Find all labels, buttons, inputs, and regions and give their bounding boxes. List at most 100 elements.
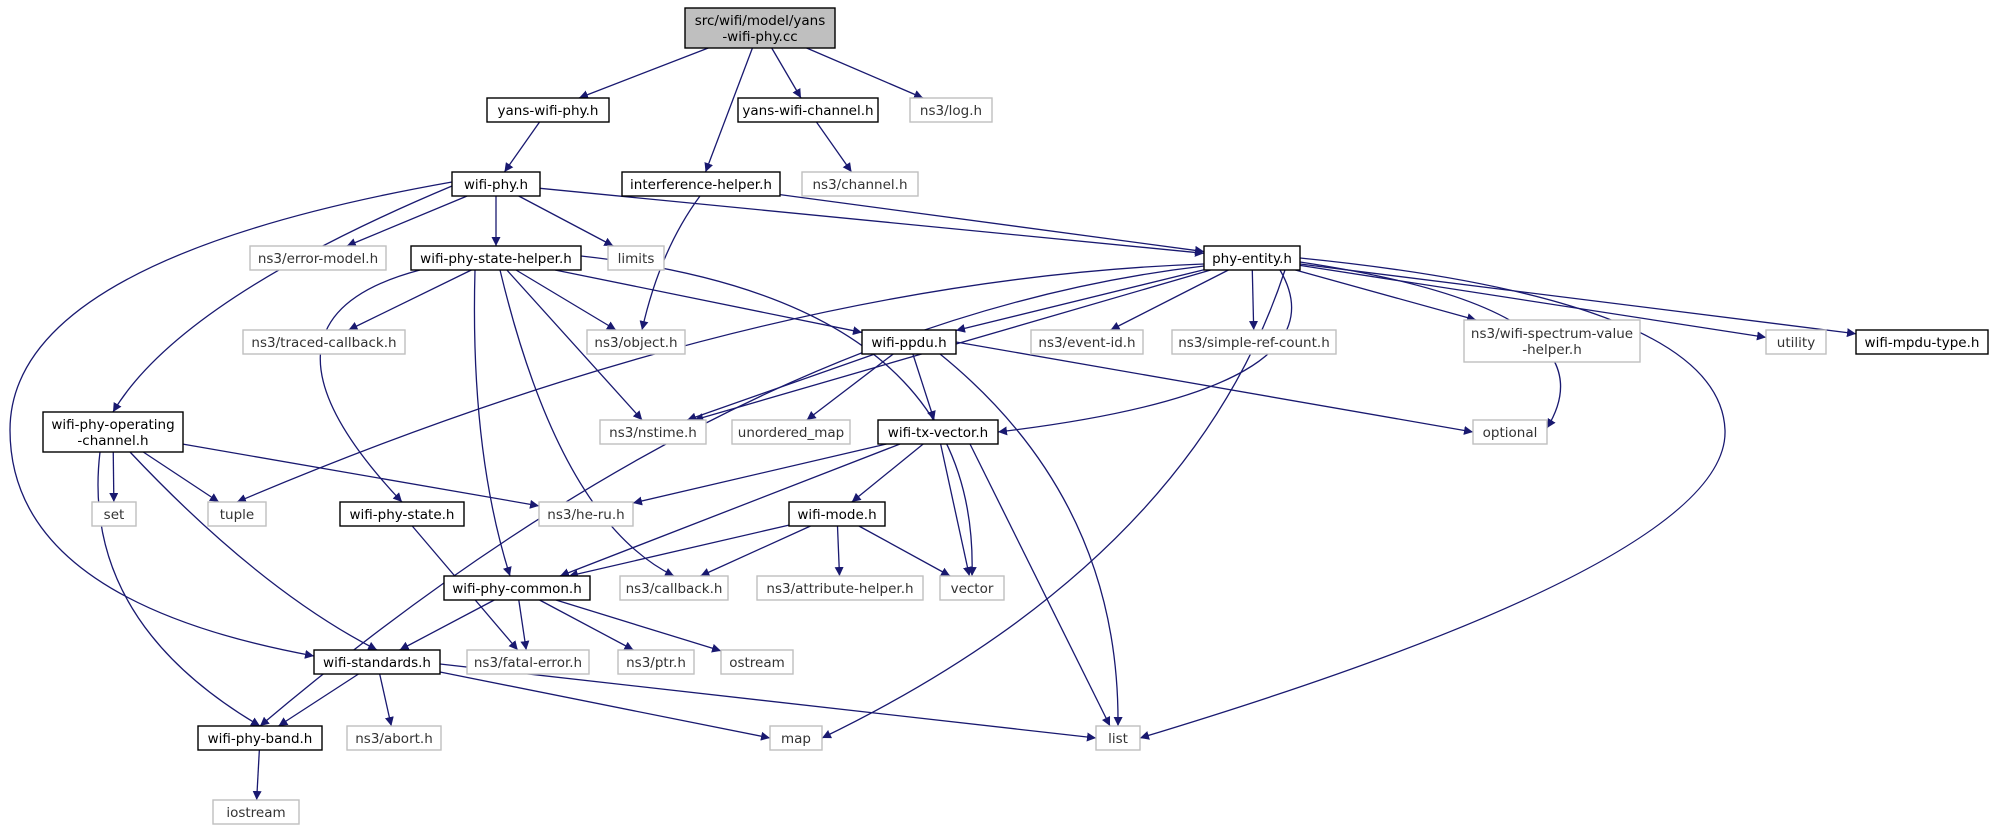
node-label-ns3-channel: ns3/channel.h xyxy=(813,177,908,193)
edge-wifi-tx-vector-to-list xyxy=(969,443,1111,727)
node-unordered-map: unordered_map xyxy=(731,419,851,445)
node-box-phy-entity xyxy=(1203,245,1301,271)
edge-wifi-ppdu-to-unordered-map xyxy=(806,353,894,421)
edges xyxy=(9,47,1857,801)
node-wifi-ppdu[interactable]: wifi-ppdu.h xyxy=(861,329,957,355)
edge-root-to-ns3-log xyxy=(806,47,924,99)
node-label-map: map xyxy=(781,731,811,747)
node-label-vector: vector xyxy=(951,581,994,597)
node-ns3-he-ru: ns3/he-ru.h xyxy=(538,501,634,527)
node-map: map xyxy=(769,725,823,751)
node-label-list: list xyxy=(1108,731,1128,747)
node-ns3-attribute-helper: ns3/attribute-helper.h xyxy=(756,575,924,601)
edge-root-to-interference-helper xyxy=(704,47,754,173)
edge-wifi-phy-operating-channel-to-tuple xyxy=(142,451,220,503)
edge-wifi-tx-vector-to-wifi-mode xyxy=(851,443,924,503)
node-box-wifi-standards xyxy=(313,649,441,675)
edge-wifi-tx-vector-to-vector xyxy=(939,443,972,577)
edge-yans-wifi-channel-to-ns3-channel xyxy=(815,121,853,173)
node-label-utility: utility xyxy=(1777,335,1815,351)
node-box-map xyxy=(769,725,823,751)
edge-wifi-phy-state-helper-to-ns3-nstime xyxy=(506,269,643,421)
node-wifi-phy-state-helper[interactable]: wifi-phy-state-helper.h xyxy=(410,245,582,271)
edge-root-to-yans-wifi-phy xyxy=(578,47,709,99)
node-yans-wifi-channel[interactable]: yans-wifi-channel.h xyxy=(737,97,879,123)
node-box-utility xyxy=(1765,329,1827,355)
node-box-ns3-fatal-error xyxy=(466,649,590,675)
node-label-ns3-attribute-helper: ns3/attribute-helper.h xyxy=(766,581,913,597)
node-label-wifi-phy: wifi-phy.h xyxy=(464,177,528,193)
node-label-wifi-mode: wifi-mode.h xyxy=(797,507,876,523)
edge-wifi-phy-operating-channel-to-wifi-phy-band xyxy=(97,451,261,727)
node-box-ns3-event-id xyxy=(1030,329,1144,355)
node-wifi-phy-band[interactable]: wifi-phy-band.h xyxy=(197,725,323,751)
edge-wifi-phy-state-helper-to-wifi-phy-common xyxy=(473,269,512,577)
edge-phy-entity-to-wifi-mpdu-type xyxy=(1299,263,1857,338)
edge-wifi-phy-to-phy-entity xyxy=(539,187,1205,257)
node-label-iostream: iostream xyxy=(226,805,285,821)
node-box-wifi-phy-state xyxy=(339,501,465,527)
edge-phy-entity-to-wifi-tx-vector xyxy=(997,269,1293,436)
node-interference-helper[interactable]: interference-helper.h xyxy=(621,171,781,197)
node-iostream: iostream xyxy=(212,799,300,825)
node-label-ns3-nstime: ns3/nstime.h xyxy=(609,425,697,441)
node-ns3-callback: ns3/callback.h xyxy=(619,575,729,601)
node-label-interference-helper: interference-helper.h xyxy=(630,177,772,193)
node-label-ns3-event-id: ns3/event-id.h xyxy=(1038,335,1135,351)
node-label-ns3-ptr: ns3/ptr.h xyxy=(626,655,686,671)
node-limits: limits xyxy=(607,245,665,271)
node-label-ns3-object: ns3/object.h xyxy=(594,335,677,351)
node-yans-wifi-phy[interactable]: yans-wifi-phy.h xyxy=(486,97,610,123)
node-label-ns3-log: ns3/log.h xyxy=(920,103,982,119)
node-ns3-object: ns3/object.h xyxy=(586,329,686,355)
node-box-limits xyxy=(607,245,665,271)
node-box-ns3-ptr xyxy=(617,649,695,675)
node-wifi-tx-vector[interactable]: wifi-tx-vector.h xyxy=(877,419,999,445)
node-wifi-mpdu-type[interactable]: wifi-mpdu-type.h xyxy=(1855,329,1989,355)
node-label-ns3-error-model: ns3/error-model.h xyxy=(258,251,378,267)
edge-phy-entity-to-ns3-simple-ref-count xyxy=(1248,269,1258,331)
edge-wifi-phy-to-limits xyxy=(518,195,614,247)
node-label-yans-wifi-channel: yans-wifi-channel.h xyxy=(742,103,873,119)
node-label-ns3-he-ru: ns3/he-ru.h xyxy=(547,507,624,523)
node-box-wifi-phy-common xyxy=(443,575,591,601)
edge-phy-entity-to-ns3-wifi-spectrum-value-helper xyxy=(1295,269,1477,322)
edge-wifi-phy-common-to-ns3-fatal-error xyxy=(518,599,530,651)
edge-wifi-phy-state-helper-to-ns3-object xyxy=(515,269,617,331)
edge-wifi-tx-vector-to-wifi-phy-common xyxy=(559,443,901,577)
node-ostream: ostream xyxy=(720,649,794,675)
node-wifi-phy-operating-channel[interactable]: wifi-phy-operating-channel.h xyxy=(42,411,184,453)
edge-wifi-ppdu-to-optional xyxy=(955,341,1474,435)
node-ns3-nstime: ns3/nstime.h xyxy=(599,419,707,445)
node-box-interference-helper xyxy=(621,171,781,197)
node-wifi-phy-state[interactable]: wifi-phy-state.h xyxy=(339,501,465,527)
node-label-root: -wifi-phy.cc xyxy=(722,29,797,45)
node-box-root xyxy=(684,7,836,49)
edge-phy-entity-to-wifi-phy-band xyxy=(259,265,1205,727)
node-wifi-standards[interactable]: wifi-standards.h xyxy=(313,649,441,675)
edge-wifi-ppdu-to-list xyxy=(939,353,1123,727)
node-phy-entity[interactable]: phy-entity.h xyxy=(1203,245,1301,271)
edge-wifi-mode-to-ns3-attribute-helper xyxy=(834,525,844,577)
edge-wifi-phy-state-helper-to-wifi-phy-state xyxy=(319,269,421,503)
node-label-limits: limits xyxy=(618,251,655,267)
node-box-set xyxy=(91,501,137,527)
edge-phy-entity-to-tuple xyxy=(236,263,1205,503)
node-box-ns3-nstime xyxy=(599,419,707,445)
node-ns3-simple-ref-count: ns3/simple-ref-count.h xyxy=(1171,329,1337,355)
node-box-vector xyxy=(939,575,1005,601)
node-ns3-ptr: ns3/ptr.h xyxy=(617,649,695,675)
edge-wifi-phy-common-to-ostream xyxy=(555,599,722,653)
node-wifi-phy-common[interactable]: wifi-phy-common.h xyxy=(443,575,591,601)
node-wifi-mode[interactable]: wifi-mode.h xyxy=(788,501,886,527)
node-wifi-phy[interactable]: wifi-phy.h xyxy=(451,171,541,197)
node-label-ns3-simple-ref-count: ns3/simple-ref-count.h xyxy=(1178,335,1330,351)
node-box-ns3-callback xyxy=(619,575,729,601)
node-box-ns3-channel xyxy=(801,171,919,197)
node-box-wifi-mpdu-type xyxy=(1855,329,1989,355)
edge-wifi-phy-to-ns3-error-model xyxy=(346,195,468,247)
node-box-wifi-mode xyxy=(788,501,886,527)
edge-wifi-phy-state-helper-to-wifi-ppdu xyxy=(554,269,863,336)
node-box-list xyxy=(1095,725,1141,751)
node-box-ns3-object xyxy=(586,329,686,355)
